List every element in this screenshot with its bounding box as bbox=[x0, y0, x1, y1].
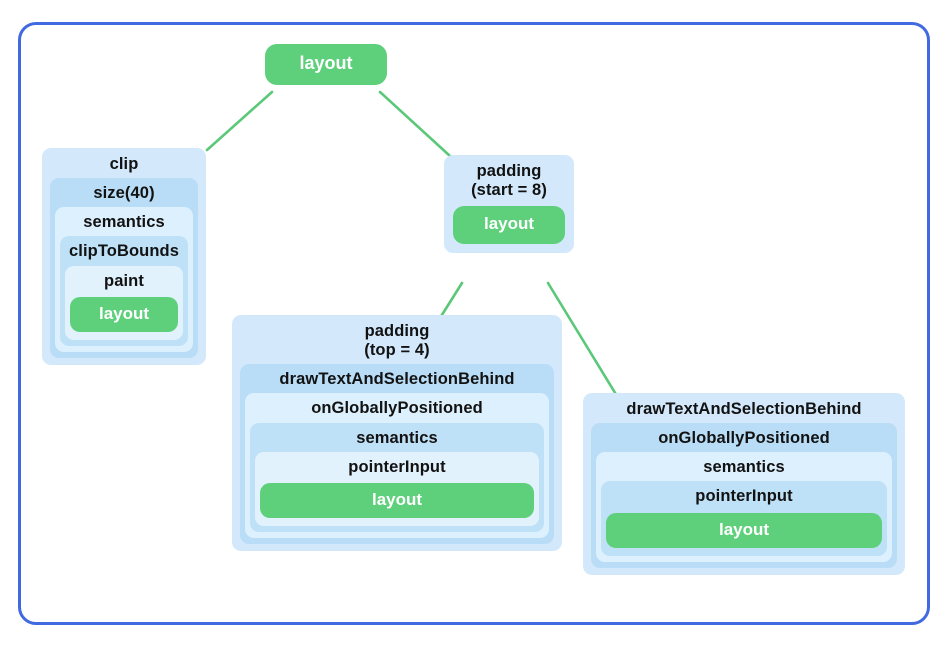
node-label: layout bbox=[98, 303, 150, 323]
node-clip-stack[interactable]: clip size(40) semantics clipToBounds pai… bbox=[42, 148, 206, 366]
box-label: semantics bbox=[83, 213, 165, 232]
box-label-line2: (start = 8) bbox=[471, 181, 547, 200]
green-node[interactable]: layout bbox=[70, 296, 178, 333]
node-label: layout bbox=[299, 53, 353, 73]
box-size[interactable]: size(40) semantics clipToBounds paint la… bbox=[50, 178, 198, 359]
node-label: layout bbox=[718, 519, 770, 539]
box-padding-start[interactable]: padding (start = 8) layout bbox=[444, 155, 574, 253]
green-node[interactable]: layout bbox=[260, 482, 534, 519]
box-label: paint bbox=[104, 271, 144, 290]
box-pointerinput[interactable]: pointerInput layout bbox=[255, 451, 539, 527]
box-ongloballypositioned[interactable]: onGloballyPositioned semantics pointerIn… bbox=[591, 423, 897, 568]
box-label: semantics bbox=[703, 458, 785, 477]
box-label: size(40) bbox=[93, 184, 155, 203]
box-pointerinput[interactable]: pointerInput layout bbox=[601, 481, 887, 556]
box-semantics[interactable]: semantics clipToBounds paint layout bbox=[55, 207, 193, 353]
node-draw-right-stack[interactable]: drawTextAndSelectionBehind onGloballyPos… bbox=[583, 393, 905, 575]
box-paint[interactable]: paint layout bbox=[65, 265, 183, 341]
box-label: onGloballyPositioned bbox=[311, 399, 483, 418]
box-ongloballypositioned[interactable]: onGloballyPositioned semantics pointerIn… bbox=[245, 393, 549, 539]
box-padding-top[interactable]: padding (top = 4) drawTextAndSelectionBe… bbox=[232, 315, 562, 552]
box-label-line2: (top = 4) bbox=[364, 341, 430, 360]
box-semantics[interactable]: semantics pointerInput layout bbox=[250, 422, 544, 533]
box-label-line1: padding bbox=[476, 162, 542, 180]
box-cliptobounds[interactable]: clipToBounds paint layout bbox=[60, 236, 188, 347]
box-label: drawTextAndSelectionBehind bbox=[626, 400, 862, 418]
box-clip[interactable]: clip size(40) semantics clipToBounds pai… bbox=[42, 148, 206, 366]
node-label: layout bbox=[483, 214, 535, 234]
box-label: pointerInput bbox=[695, 487, 793, 506]
node-padding-start[interactable]: padding (start = 8) layout bbox=[444, 155, 574, 253]
box-label-line1: padding bbox=[364, 322, 430, 340]
box-label: pointerInput bbox=[348, 457, 446, 476]
green-node[interactable]: layout bbox=[453, 206, 565, 244]
box-semantics[interactable]: semantics pointerInput layout bbox=[596, 452, 892, 562]
node-padding-top-stack[interactable]: padding (top = 4) drawTextAndSelectionBe… bbox=[232, 315, 562, 552]
box-label: drawTextAndSelectionBehind bbox=[279, 370, 515, 389]
box-label: onGloballyPositioned bbox=[658, 429, 830, 448]
box-label: clipToBounds bbox=[69, 242, 179, 261]
box-drawtextandselectionbehind[interactable]: drawTextAndSelectionBehind onGloballyPos… bbox=[240, 364, 554, 545]
box-label: semantics bbox=[356, 428, 438, 447]
node-label: layout bbox=[371, 489, 423, 509]
green-node[interactable]: layout bbox=[265, 44, 387, 85]
node-root-layout[interactable]: layout bbox=[265, 44, 387, 85]
green-node[interactable]: layout bbox=[606, 512, 882, 548]
box-label: clip bbox=[109, 155, 139, 173]
box-drawtextandselectionbehind[interactable]: drawTextAndSelectionBehind onGloballyPos… bbox=[583, 393, 905, 575]
